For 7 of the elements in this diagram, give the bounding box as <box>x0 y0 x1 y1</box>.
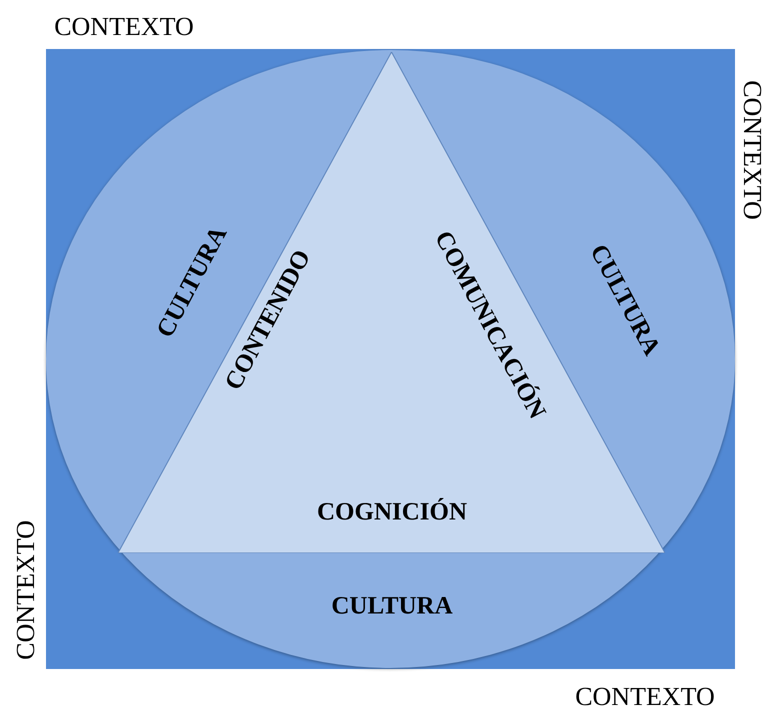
ellipse-label: CULTURA <box>331 594 453 618</box>
context-label: CONTEXTO <box>739 80 765 220</box>
context-label: CONTEXTO <box>54 14 194 40</box>
triangle <box>118 52 665 553</box>
context-label: CONTEXTO <box>575 684 715 710</box>
context-label: CONTEXTO <box>13 520 39 660</box>
triangle-label: COGNICIÓN <box>317 500 467 524</box>
